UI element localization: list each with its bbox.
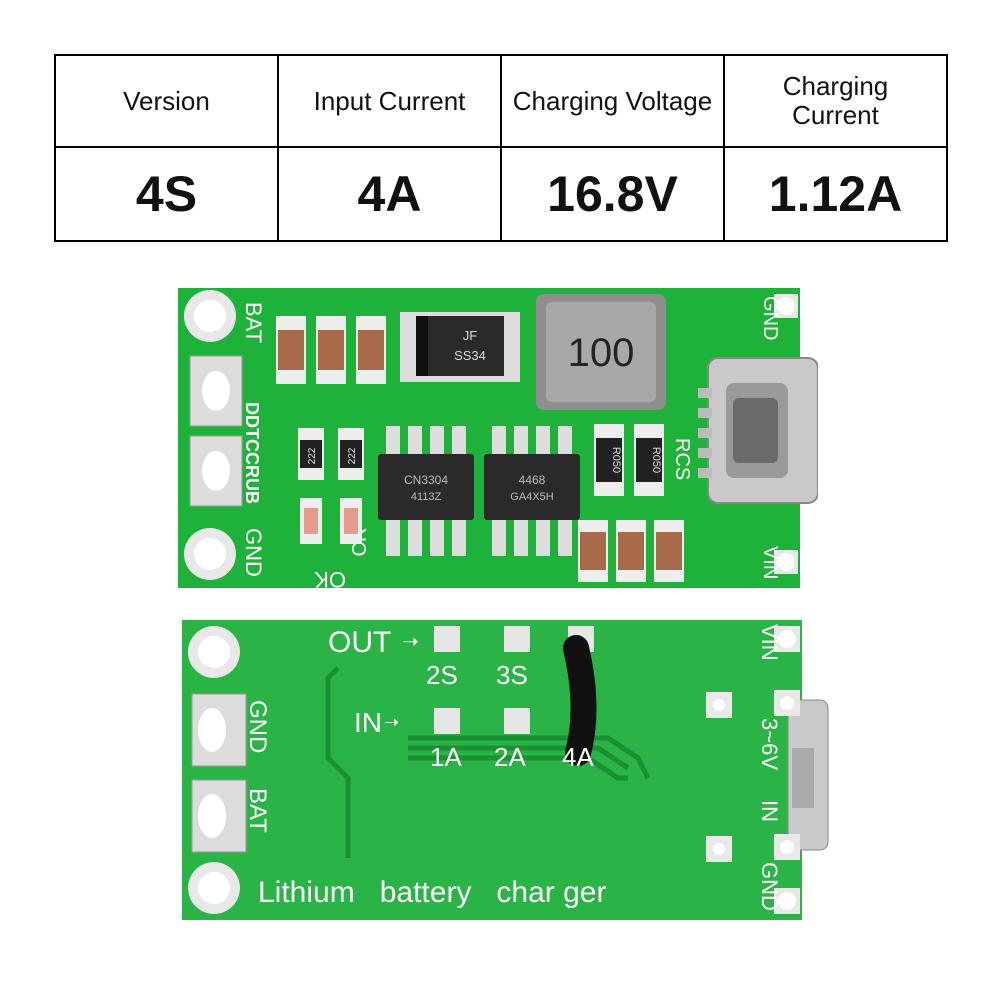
svg-text:CN3304: CN3304 [404, 473, 448, 487]
svg-text:➝: ➝ [402, 631, 419, 653]
capacitor-222-pair: 222 222 [298, 428, 364, 480]
svg-text:➝: ➝ [384, 712, 399, 732]
label-voltage-range: 3~6V [757, 718, 782, 770]
svg-text:100: 100 [568, 331, 635, 375]
label-rcs: RCS [671, 438, 693, 480]
inductor-100: 100 [536, 294, 666, 410]
resistor-r050-pair: R050 R050 [594, 424, 664, 496]
label-gnd-bottom-right: GND [757, 862, 782, 911]
label-gnd-bottom-left: GND [244, 700, 271, 753]
value-charging-voltage: 16.8V [500, 146, 725, 242]
jumper-pads [434, 626, 594, 734]
capacitor-row-top [276, 316, 386, 384]
hole-gnd-bottom [774, 888, 800, 914]
svg-text:4113Z: 4113Z [411, 491, 442, 503]
usb-c-connector-bottom [787, 699, 829, 851]
pcb-bottom-view: OUT ➝ 2S 3S IN ➝ 1A 2A 4A GND BAT VIN 3~… [178, 618, 838, 922]
label-vin-top: VIN [759, 546, 781, 579]
svg-text:SS34: SS34 [454, 348, 486, 363]
label-vin-bottom: VIN [757, 624, 782, 661]
header-charging-voltage: Charging Voltage [500, 54, 725, 148]
jumper-wire [563, 635, 597, 766]
diode-ss34: JF SS34 [400, 312, 520, 382]
svg-text:222: 222 [307, 447, 318, 464]
led-pair [300, 498, 362, 544]
label-in-jumper: IN [354, 707, 382, 738]
label-gnd-left-top: GND [241, 528, 266, 577]
header-charging-current: Charging Current [723, 54, 948, 148]
label-3s: 3S [496, 660, 528, 690]
hole-bottom-left [188, 862, 240, 914]
label-2s: 2S [426, 660, 458, 690]
mounting-hole-vin [774, 550, 798, 574]
svg-text:GA4X5H: GA4X5H [510, 491, 553, 503]
hole-top-left [188, 626, 240, 678]
mounting-hole-gnd-left [184, 528, 236, 580]
copper-traces [325, 666, 651, 858]
label-ok: OK [314, 567, 346, 590]
svg-text:JF: JF [463, 328, 478, 343]
spec-table: Version Input Current Charging Voltage C… [54, 54, 948, 242]
svg-text:R050: R050 [650, 447, 662, 473]
svg-text:222: 222 [347, 447, 358, 464]
header-version: Version [54, 54, 279, 148]
label-out: OUT [328, 626, 391, 659]
label-model: DDTCCRUB [242, 402, 262, 504]
spec-value-row: 4S 4A 16.8V 1.12A [54, 146, 948, 242]
pcb-top-view: BAT DDTCCRUB GND CR OK RCS GND VIN JF SS… [178, 288, 818, 590]
usb-c-connector-top [698, 357, 818, 504]
spec-header-row: Version Input Current Charging Voltage C… [54, 54, 948, 148]
mounting-hole-gnd-right [774, 294, 798, 318]
caption-lithium-battery-charger: Lithium battery char ger [258, 876, 607, 909]
label-1a: 1A [430, 742, 462, 772]
value-charging-current: 1.12A [723, 146, 948, 242]
label-bat-bottom: BAT [244, 788, 271, 833]
value-input-current: 4A [277, 146, 502, 242]
hole-vin-bottom [774, 626, 800, 652]
label-4a: 4A [562, 742, 594, 772]
ic-cn3304: CN3304 4113Z [378, 426, 474, 556]
label-gnd-right-top: GND [759, 296, 781, 340]
header-input-current: Input Current [277, 54, 502, 148]
ic-4468: 4468 GA4X5H [484, 426, 580, 556]
pcb-bottom-board [182, 620, 802, 920]
label-bat-top: BAT [241, 302, 266, 343]
value-version: 4S [54, 146, 279, 242]
svg-text:4468: 4468 [519, 473, 546, 487]
label-2a: 2A [494, 742, 526, 772]
mounting-hole-bat [184, 290, 236, 342]
label-in-right: IN [757, 800, 782, 822]
svg-text:R050: R050 [610, 447, 622, 473]
capacitor-row-bottom [578, 520, 684, 582]
